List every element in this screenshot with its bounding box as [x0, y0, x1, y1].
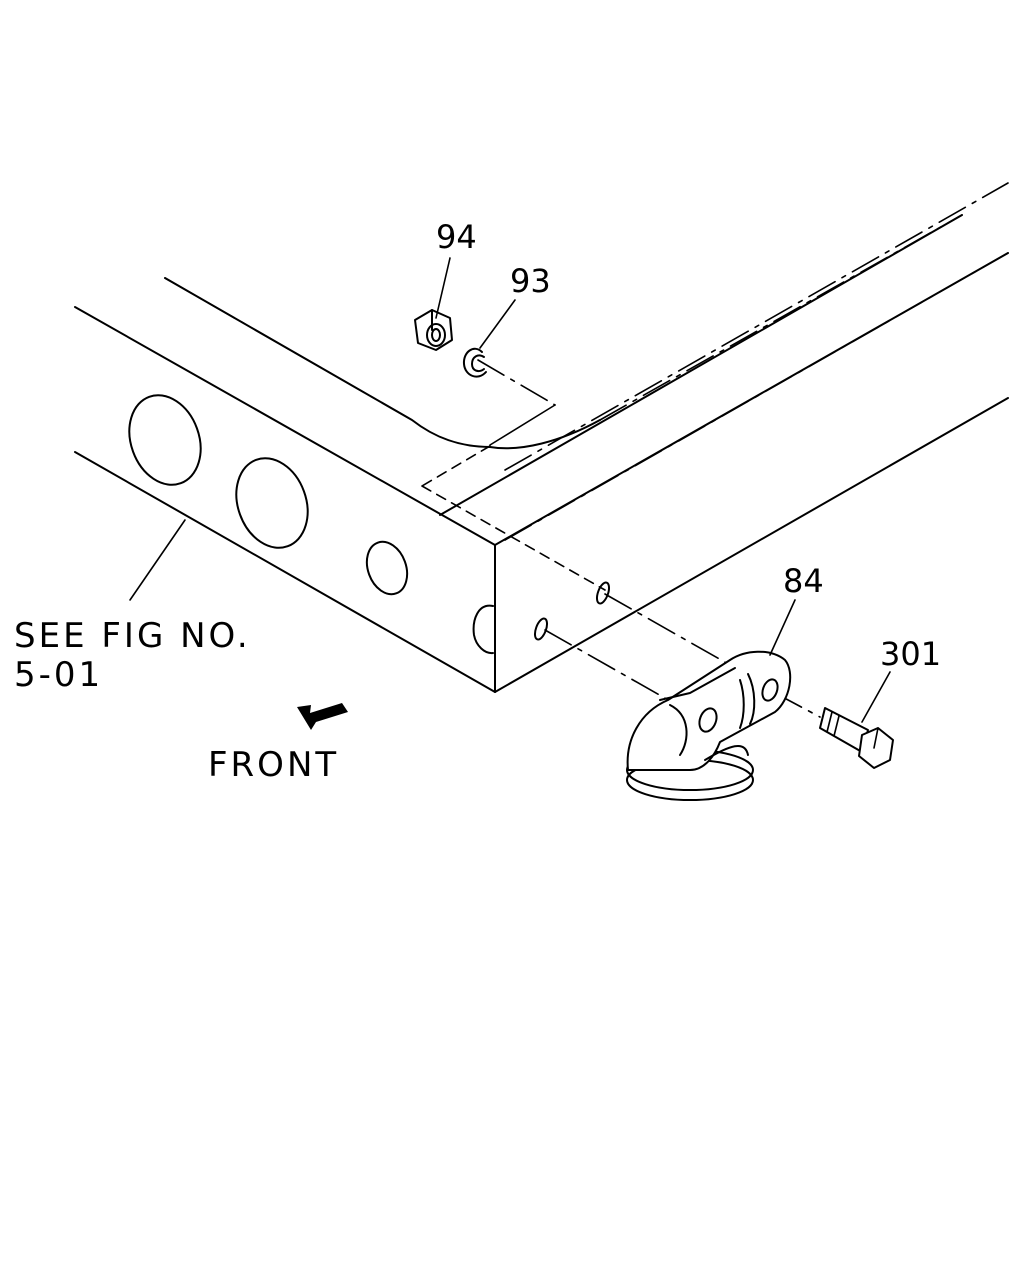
- front-arrow-icon: [297, 703, 348, 730]
- washer-part: [462, 347, 487, 378]
- nut-part: [414, 309, 453, 351]
- assembly-center-lines: [164, 182, 1009, 719]
- reference-note-line2: 5-01: [14, 655, 103, 695]
- callout-93: 93: [510, 262, 551, 300]
- bolt-part: [819, 707, 894, 769]
- callout-leaders: [129, 257, 891, 723]
- callout-94: 94: [436, 218, 477, 256]
- mounting-holes: [533, 581, 611, 641]
- front-label: FRONT: [208, 745, 339, 785]
- callout-301: 301: [880, 635, 941, 673]
- tow-hook-part: [626, 650, 792, 801]
- callout-84: 84: [783, 562, 824, 600]
- reference-note-line1: SEE FIG NO.: [14, 616, 251, 656]
- frame-holes: [128, 394, 494, 655]
